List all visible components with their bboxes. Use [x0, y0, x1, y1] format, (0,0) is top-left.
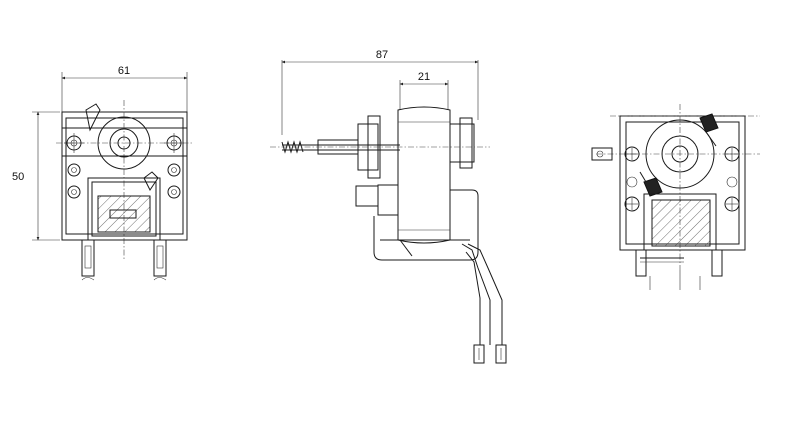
rear-view	[591, 104, 760, 290]
dim-label-61: 61	[118, 65, 130, 77]
dimension-width-61: 61	[61, 65, 188, 112]
front-view: 61 50	[12, 65, 194, 281]
dimension-length-87: 87	[281, 49, 479, 135]
side-view: 87 21	[270, 49, 507, 364]
clip-marker-bottom	[643, 177, 663, 197]
wire-terminals-side	[473, 344, 507, 364]
dim-label-21: 21	[418, 71, 430, 83]
clip-marker-top	[699, 113, 719, 133]
mounting-nuts-front	[64, 133, 184, 199]
terminals-front	[81, 239, 167, 281]
screws-rear	[624, 146, 740, 212]
dim-label-87: 87	[376, 49, 388, 61]
dimension-stack-21: 21	[399, 71, 449, 110]
dim-label-50: 50	[12, 171, 24, 183]
terminals-rear	[635, 249, 723, 290]
dimension-height-50: 50	[12, 111, 60, 241]
